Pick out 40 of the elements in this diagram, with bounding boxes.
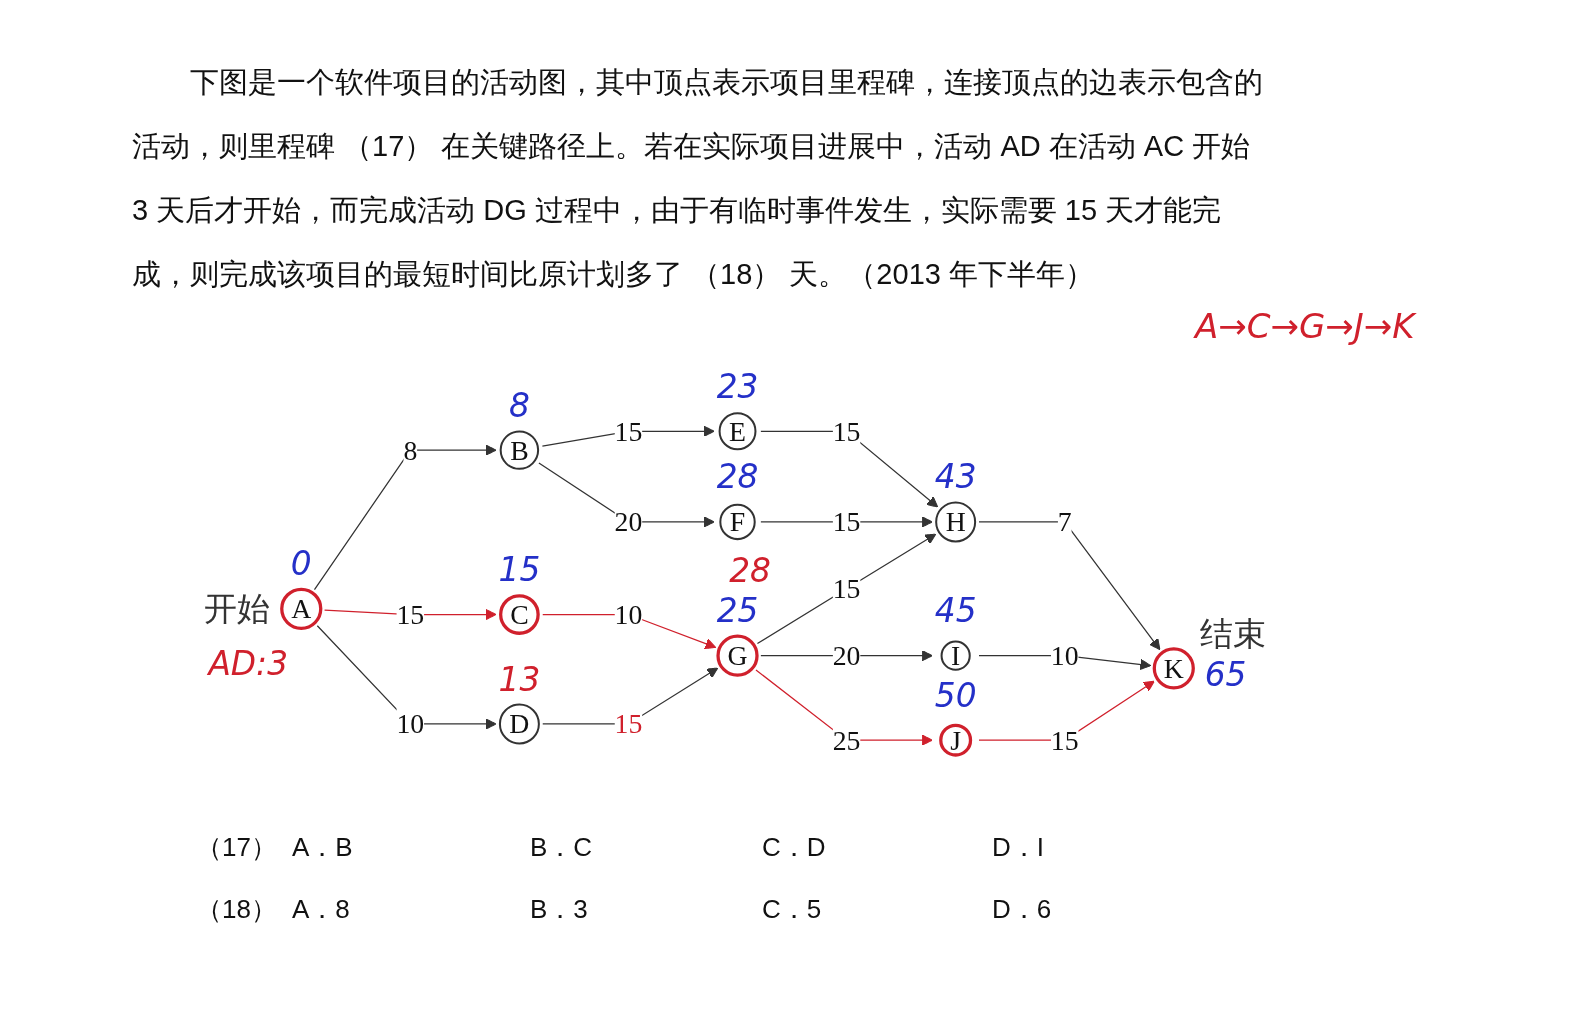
handwritten-number: 15 [498, 551, 541, 590]
answer-option: C．D [762, 830, 826, 865]
milestone-circle: D [498, 703, 540, 745]
answer-option: B．C [530, 830, 593, 865]
handwritten-number: 25 [716, 592, 759, 631]
milestone-circle: B [499, 430, 540, 470]
milestone-circle: G [716, 634, 759, 677]
handwritten-number: 28 [729, 551, 771, 590]
milestone-circle: H [935, 501, 977, 543]
handwritten-number: 50 [934, 676, 977, 715]
milestone-circle: C [499, 594, 540, 635]
question-number: （18） [196, 893, 277, 926]
answer-option: A．8 [292, 892, 350, 927]
handwritten-note: AD:3 [208, 645, 288, 684]
handwritten-number: 43 [934, 458, 977, 497]
answer-option: C．5 [762, 892, 822, 927]
arrow [978, 521, 1161, 651]
handwritten-number: 0 [290, 545, 312, 584]
answer-option: D．6 [992, 892, 1052, 927]
milestone-circle: J [939, 723, 973, 757]
handwritten-number: 45 [934, 592, 977, 631]
handwritten-annotation: A→C→G→J→K [1195, 306, 1415, 346]
question-text: 下图是一个软件项目的活动图，其中顶点表示项目里程碑，连接顶点的边表示包含的活动，则里程碑 （17） 在关键路径上。若在实际项目进展中，活动 AD 在活动 AC 开始 3 天后才开始，而完成活动 DG 过程中，由于有临时事件发生，实际需要 15 天才能完成，则完成该项目的最短时间比原计划多了 （18） 天。（2013 年下半年） [132, 65, 1264, 292]
answer-option: D．I [992, 830, 1044, 865]
handwritten-number: 28 [716, 458, 759, 497]
node-caption: 结束 [1199, 615, 1266, 653]
handwritten-number: 13 [498, 660, 541, 699]
milestone-circle: K [1152, 647, 1195, 690]
node-caption: 开始 [204, 590, 271, 629]
answer-option: B．3 [530, 892, 588, 927]
handwritten-number: 8 [508, 386, 530, 425]
milestone-circle: E [718, 412, 757, 451]
milestone-circle: F [719, 503, 756, 541]
milestone-circle: A [280, 587, 323, 630]
handwritten-number: 23 [716, 367, 759, 406]
answer-option: A．B [292, 830, 353, 865]
question-number: （17） [196, 831, 277, 864]
handwritten-number: 65 [1204, 656, 1247, 694]
arrow [313, 444, 497, 591]
milestone-circle: I [940, 639, 971, 672]
